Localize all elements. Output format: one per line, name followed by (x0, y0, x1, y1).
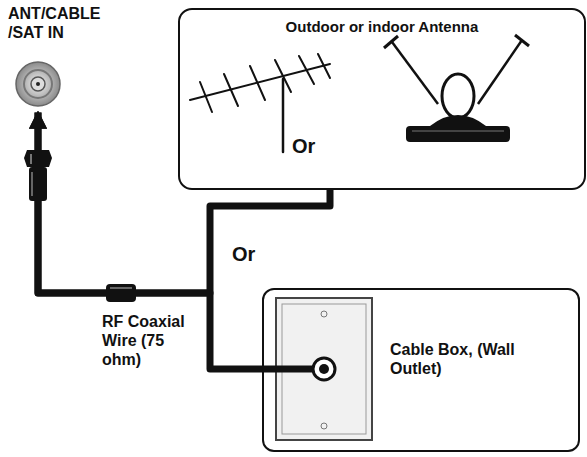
or-label: Or (232, 242, 272, 266)
node-text: ANT/CABLE /SAT IN (8, 4, 112, 42)
or-label: Or (292, 134, 332, 158)
antenna-panel: Outdoor or indoor Antenna (178, 8, 586, 190)
indoor-antenna (384, 35, 529, 142)
ferrite-bead (106, 284, 136, 302)
node-text: Cable Box, (Wall Outlet) (390, 340, 540, 378)
wall-outlet (264, 290, 376, 450)
node-text: Outdoor or indoor Antenna (180, 18, 584, 36)
coax-jack (8, 56, 68, 112)
coaxial-cable (38, 112, 330, 293)
coaxial-cable (38, 112, 262, 369)
cable-label: RF Coaxial Wire (75 ohm) (102, 312, 198, 370)
coax-plug (24, 150, 52, 201)
antenna-input-jack: ANT/CABLE /SAT IN (4, 4, 112, 112)
cable-box-panel: Cable Box, (Wall Outlet) (262, 288, 580, 452)
